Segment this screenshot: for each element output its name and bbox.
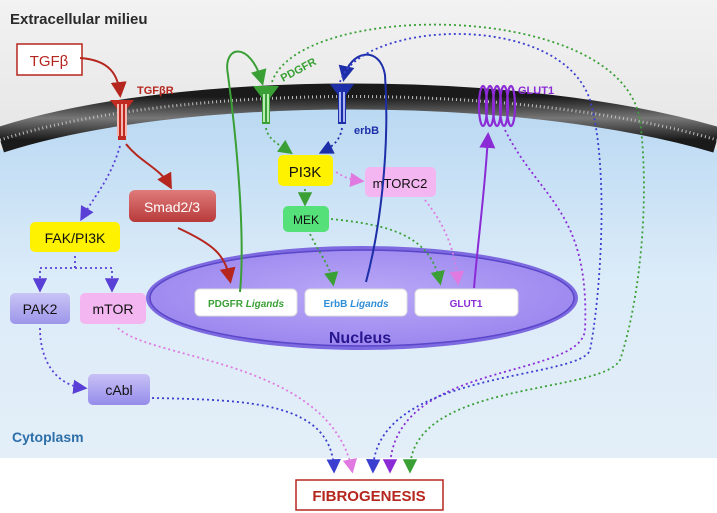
arrow-fak-to-mtor xyxy=(75,267,120,293)
pi3k-box xyxy=(278,155,333,186)
arrow-fak-to-pak2 xyxy=(32,256,76,293)
arrow-cabl-to-fibrogenesis xyxy=(151,397,341,474)
tgfbr-receptor-icon xyxy=(110,100,134,140)
membrane-texture xyxy=(0,95,717,142)
arrow-pdgfr-to-fibrogenesis xyxy=(271,23,645,474)
tgfb-ligand-box xyxy=(16,43,83,76)
fak-pi3k-box xyxy=(30,222,120,252)
erbb-label: erbB xyxy=(354,125,379,137)
erbb-receptor-icon xyxy=(330,84,354,124)
arrow-mtor-to-fibrogenesis xyxy=(117,327,357,474)
nucleus-label: Nucleus xyxy=(329,330,391,347)
fak-pi3k-label: FAK/PI3K xyxy=(45,230,106,246)
pak2-box xyxy=(10,293,70,324)
arrow-pdgfr-ligands-to-pdgfr xyxy=(226,50,267,293)
mtorc2-label: mTORC2 xyxy=(373,176,428,191)
pdgfr-ligands-label: PDGFR Ligands xyxy=(208,299,285,310)
glut1-label: GLUT1 xyxy=(518,85,554,97)
glut1-transporter-icon xyxy=(477,84,517,128)
cytoplasm-label: Cytoplasm xyxy=(12,429,84,445)
mek-box xyxy=(283,206,329,232)
tgfbr-label: TGFβR xyxy=(137,85,174,97)
mtor-label: mTOR xyxy=(93,301,134,317)
pi3k-label: PI3K xyxy=(289,164,322,181)
tgfb-ligand-label: TGFβ xyxy=(30,53,69,70)
arrow-glut1-gene-to-transporter xyxy=(473,132,496,289)
arrow-mtorc2-to-glut1-gene xyxy=(424,199,465,286)
arrow-smad-to-nucleus xyxy=(177,227,236,284)
mek-label: MEK xyxy=(293,213,319,227)
erbb-ligands-label: ErbB Ligands xyxy=(323,299,388,310)
glut1-gene-box xyxy=(414,288,519,317)
glut1-gene-label: GLUT1 xyxy=(450,299,483,310)
pdgfr-ligands-box xyxy=(194,288,298,317)
erbb-ligands-box xyxy=(304,288,408,317)
pak2-label: PAK2 xyxy=(23,301,58,317)
cabl-box xyxy=(88,374,150,405)
mtor-box xyxy=(80,293,146,324)
smad-label: Smad2/3 xyxy=(144,199,200,215)
arrow-pdgfr-to-pi3k xyxy=(265,127,293,155)
arrow-mek-to-erbb-ligands xyxy=(309,233,339,287)
arrow-receptor-to-smad xyxy=(125,143,172,190)
arrow-mek-to-glut1-gene xyxy=(330,218,445,286)
arrow-erbb-ligands-to-erbb xyxy=(338,53,388,283)
cabl-label: cAbl xyxy=(105,382,132,398)
fibrogenesis-box xyxy=(295,479,444,511)
pdgfr-receptor-icon xyxy=(253,86,279,124)
smad-box xyxy=(129,190,216,222)
arrow-receptor-to-fak xyxy=(80,145,121,222)
arrow-glut1-to-fibrogenesis xyxy=(382,129,587,474)
extracellular-label: Extracellular milieu xyxy=(10,11,148,28)
arrow-erbb-to-pi3k xyxy=(318,127,343,154)
arrow-tgfb-to-receptor xyxy=(79,57,127,98)
fibrogenesis-label: FIBROGENESIS xyxy=(312,488,425,505)
